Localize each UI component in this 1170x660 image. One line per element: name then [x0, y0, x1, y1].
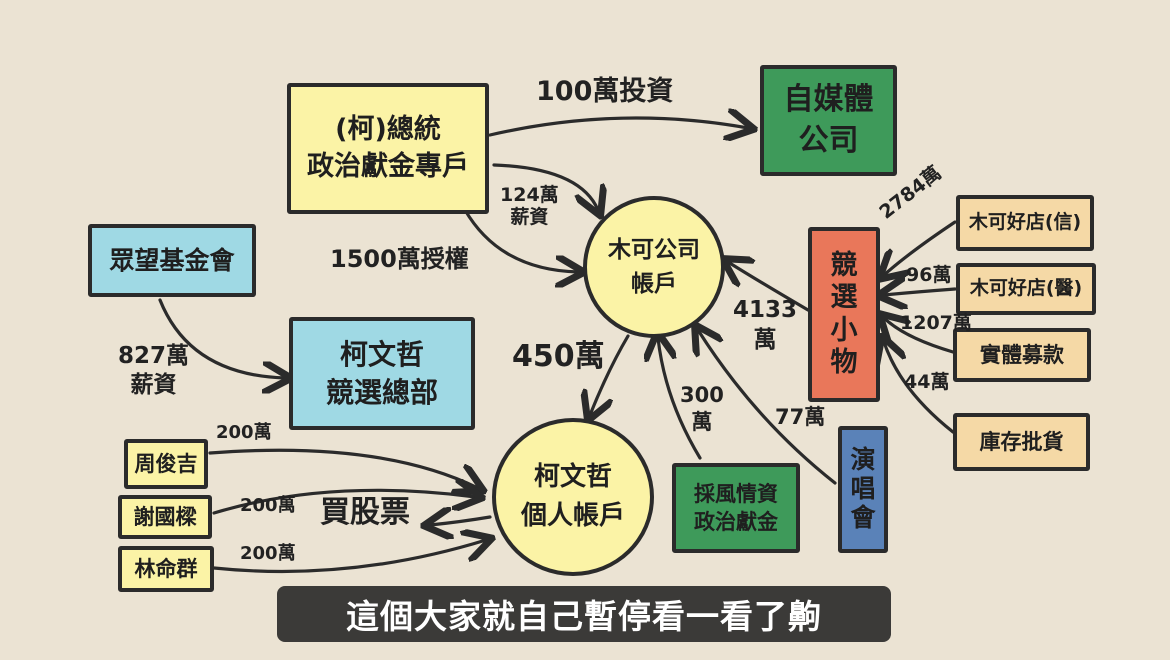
arrow-buy-stocks [430, 517, 492, 525]
label-souvenirs-company: 4133 萬 [733, 297, 798, 353]
label-inventory: 44萬 [904, 371, 950, 393]
label-company-personal: 450萬 [512, 339, 605, 374]
label-concert: 77萬 [775, 405, 826, 429]
store-yi-box: 木可好店(醫) [956, 263, 1096, 315]
lin-box: 林命群 [118, 546, 214, 592]
arrow-inventory [884, 342, 955, 434]
physical-donation-box: 實體募款 [953, 328, 1091, 382]
arrow-xie [212, 490, 476, 515]
concert-box: 演唱會 [838, 426, 888, 553]
interview-donation-box: 採風情資 政治獻金 [672, 463, 800, 553]
arrow-foundation-hq [158, 298, 285, 378]
arrow-office-company-auth [463, 208, 578, 272]
campaign-hq-box: 柯文哲 競選總部 [289, 317, 475, 430]
label-authorization: 1500萬授權 [330, 245, 469, 273]
souvenirs-box: 競選小物 [808, 227, 880, 402]
label-interview: 300 萬 [680, 383, 724, 435]
arrow-xinyi [884, 220, 957, 275]
office-box: (柯)總統 政治獻金專戶 [287, 83, 489, 214]
arrow-office-media [488, 118, 748, 135]
inventory-box: 庫存批貨 [953, 413, 1090, 471]
arrow-concert [698, 330, 837, 485]
zhou-box: 周俊吉 [124, 439, 208, 489]
personal-account-circle: 柯文哲 個人帳戶 [492, 418, 654, 576]
video-subtitle: 這個大家就自己暫停看一看了齁 [277, 586, 891, 642]
label-buy-stocks: 買股票 [320, 495, 410, 530]
store-xinyi-box: 木可好店(信) [956, 195, 1094, 251]
arrow-physical [884, 318, 955, 354]
arrow-lin [212, 540, 486, 574]
arrow-company-personal [590, 334, 630, 415]
arrow-office-company-salary [492, 163, 598, 210]
xie-box: 謝國樑 [118, 495, 212, 539]
label-office-company-salary: 124萬 薪資 [500, 184, 559, 228]
label-office-media: 100萬投資 [536, 76, 674, 107]
media-box: 自媒體 公司 [760, 65, 897, 176]
label-physical: 1207萬 [900, 312, 972, 334]
label-xie: 200萬 [240, 495, 296, 516]
label-zhou: 200萬 [216, 422, 272, 443]
arrow-zhou [208, 448, 478, 488]
arrow-interview [658, 338, 702, 460]
arrow-souvenirs-company [728, 262, 810, 312]
foundation-box: 眾望基金會 [88, 224, 256, 297]
label-lin: 200萬 [240, 543, 296, 564]
label-yi: 96萬 [906, 264, 952, 286]
company-account-circle: 木可公司 帳戶 [583, 196, 725, 338]
label-foundation-hq: 827萬 薪資 [118, 343, 190, 398]
arrow-yi [884, 289, 957, 295]
